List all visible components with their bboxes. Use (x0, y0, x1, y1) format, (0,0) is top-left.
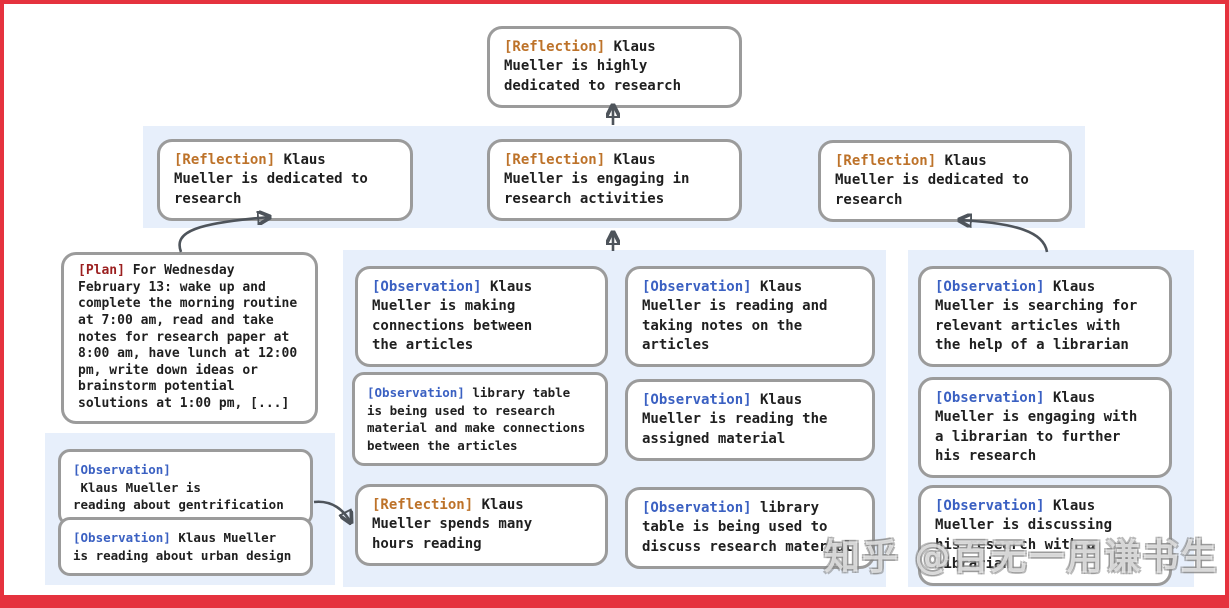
observation-tag: [Observation] (367, 385, 465, 400)
node-text: Klaus Mueller is searching for relevant … (935, 279, 1138, 353)
reflection-tag: [Reflection] (504, 39, 606, 55)
node-text: Klaus Mueller is engaging in research ac… (504, 152, 690, 207)
observation-tag: [Observation] (935, 279, 1045, 295)
node-text: Klaus Mueller is reading about urban des… (73, 530, 292, 563)
node-text: Klaus Mueller is reading the assigned ma… (642, 392, 828, 447)
observation-tag: [Observation] (935, 390, 1045, 406)
node-text: Klaus Mueller is reading and taking note… (642, 279, 828, 353)
node-plan: [Plan] For Wednesday February 13: wake u… (61, 252, 318, 424)
node-obs-assigned-material: [Observation] Klaus Mueller is reading t… (625, 379, 875, 461)
reflection-tag: [Reflection] (835, 153, 937, 169)
node-text: Klaus Mueller is discussing his research… (935, 498, 1113, 572)
node-band-reflection-right: [Reflection] Klaus Mueller is dedicated … (818, 140, 1072, 222)
node-obs-gentrification: [Observation] Klaus Mueller is reading a… (58, 449, 313, 526)
node-obs-searching-articles: [Observation] Klaus Mueller is searching… (918, 266, 1172, 368)
node-top-reflection: [Reflection] Klaus Mueller is highly ded… (487, 26, 742, 108)
observation-tag: [Observation] (73, 462, 171, 477)
node-obs-engaging-librarian: [Observation] Klaus Mueller is engaging … (918, 377, 1172, 479)
node-obs-taking-notes: [Observation] Klaus Mueller is reading a… (625, 266, 875, 368)
node-text: Klaus Mueller is highly dedicated to res… (504, 39, 682, 94)
observation-tag: [Observation] (642, 500, 752, 516)
node-text: Klaus Mueller is engaging with a librari… (935, 390, 1138, 464)
reflection-tag: [Reflection] (174, 152, 276, 168)
observation-tag: [Observation] (642, 279, 752, 295)
node-obs-connections: [Observation] Klaus Mueller is making co… (355, 266, 608, 368)
node-band-reflection-middle: [Reflection] Klaus Mueller is engaging i… (487, 139, 742, 221)
observation-tag: [Observation] (73, 530, 171, 545)
node-text: Klaus Mueller spends many hours reading (372, 497, 533, 552)
reflection-tag: [Reflection] (372, 497, 474, 513)
node-text: library table is being used to research … (367, 385, 586, 453)
node-text: Klaus Mueller is dedicated to research (835, 153, 1029, 208)
node-text: For Wednesday February 13: wake up and c… (78, 263, 298, 411)
node-band-reflection-left: [Reflection] Klaus Mueller is dedicated … (157, 139, 413, 221)
node-text: Klaus Mueller is making connections betw… (372, 279, 533, 353)
reflection-tag: [Reflection] (504, 152, 606, 168)
plan-tag: [Plan] (78, 263, 125, 278)
observation-tag: [Observation] (372, 279, 482, 295)
node-text: Klaus Mueller is dedicated to research (174, 152, 368, 207)
observation-tag: [Observation] (935, 498, 1045, 514)
node-obs-library-discuss: [Observation] library table is being use… (625, 487, 875, 569)
node-obs-discussing-research: [Observation] Klaus Mueller is discussin… (918, 485, 1172, 587)
node-text: library table is being used to discuss r… (642, 500, 853, 555)
node-obs-urban-design: [Observation] Klaus Mueller is reading a… (58, 517, 313, 576)
node-text: Klaus Mueller is reading about gentrific… (73, 479, 284, 513)
node-reflection-hours: [Reflection] Klaus Mueller spends many h… (355, 484, 608, 566)
node-obs-library-research: [Observation] library table is being use… (352, 372, 608, 466)
observation-tag: [Observation] (642, 392, 752, 408)
